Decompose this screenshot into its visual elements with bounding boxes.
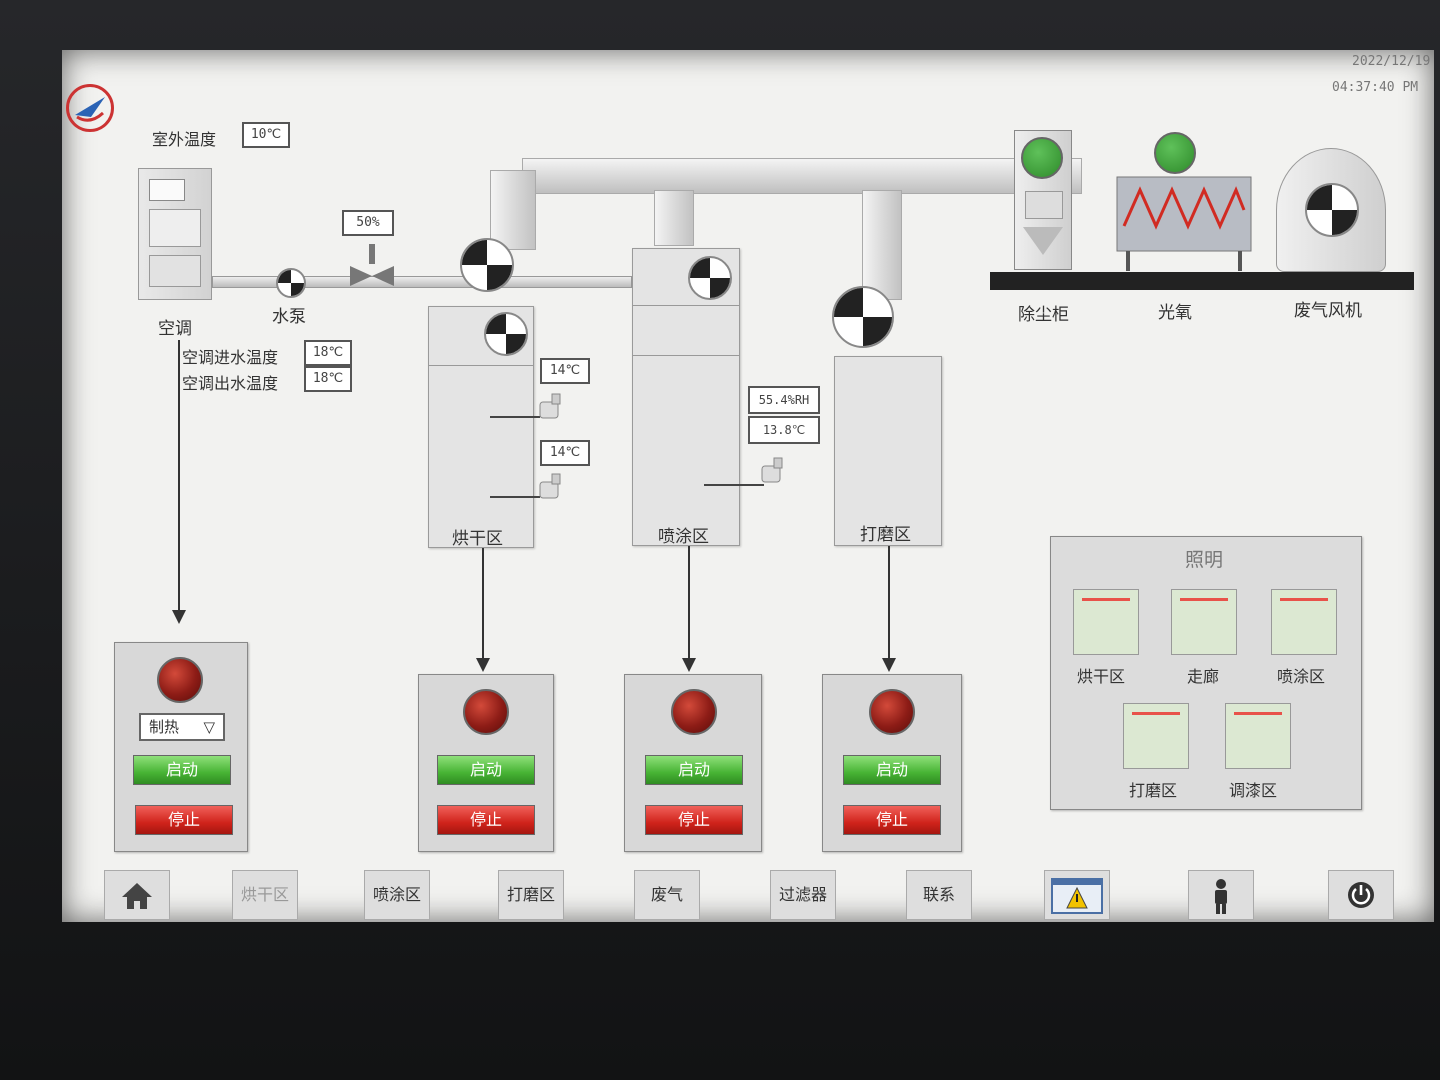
dryer-control-panel: 启动 停止	[418, 674, 554, 852]
spray-sensor-icon	[761, 457, 783, 483]
light-toggle-sanding[interactable]	[1123, 703, 1189, 769]
spray-start-button[interactable]: 启动	[645, 755, 743, 785]
company-logo	[66, 84, 114, 132]
nav-alarm-button[interactable]	[1044, 870, 1110, 920]
sanding-room	[834, 356, 942, 546]
sanding-stop-button[interactable]: 停止	[843, 805, 941, 835]
sanding-control-panel: 启动 停止	[822, 674, 962, 852]
home-icon	[122, 883, 152, 909]
dust-cabinet	[1014, 130, 1072, 270]
photo-oxygen-label: 光氧	[1158, 303, 1192, 323]
outdoor-temp-value: 10℃	[242, 122, 290, 148]
spray-temperature: 13.8℃	[748, 416, 820, 444]
dryer-start-button[interactable]: 启动	[437, 755, 535, 785]
ac-outlet-value: 18℃	[304, 366, 352, 392]
nav-dryer-button[interactable]: 烘干区	[232, 870, 298, 920]
spray-zone-label: 喷涂区	[658, 527, 709, 547]
outdoor-temp-label: 室外温度	[152, 130, 217, 149]
hmi-screen: 2022/12/19 04:37:40 PM 室外温度 10℃ 空调 水泵 50…	[62, 50, 1434, 922]
ac-inlet-label: 空调进水温度	[182, 348, 279, 367]
nav-exhaust-button[interactable]: 废气	[634, 870, 700, 920]
ac-start-button[interactable]: 启动	[133, 755, 231, 785]
nav-sanding-button[interactable]: 打磨区	[498, 870, 564, 920]
dryer-temp-1: 14℃	[540, 358, 590, 384]
exhaust-fan-label: 废气风机	[1294, 301, 1362, 321]
ac-stop-button[interactable]: 停止	[135, 805, 233, 835]
ac-control-panel: 制热 ▽ 启动 停止	[114, 642, 248, 852]
header-time: 04:37:40 PM	[1332, 80, 1419, 95]
light-label-sanding: 打磨区	[1129, 781, 1178, 800]
duct-riser-2	[654, 190, 694, 246]
dryer-blower-icon	[484, 312, 528, 356]
ac-status-lamp	[157, 657, 203, 703]
dust-cabinet-label: 除尘柜	[1018, 305, 1069, 325]
lighting-panel: 照明 烘干区 走廊 喷涂区 打磨区 调漆区	[1050, 536, 1362, 810]
sanding-fan-icon	[832, 286, 894, 348]
power-icon	[1348, 882, 1374, 908]
dryer-sensor-1-icon	[539, 393, 561, 419]
water-pump-icon	[276, 268, 306, 298]
main-duct	[522, 158, 1082, 194]
nav-power-button[interactable]	[1328, 870, 1394, 920]
nav-contact-button[interactable]: 联系	[906, 870, 972, 920]
photo-oxygen-unit	[1116, 176, 1252, 271]
nav-home-button[interactable]	[104, 870, 170, 920]
nav-filter-button[interactable]: 过滤器	[770, 870, 836, 920]
light-label-dryer: 烘干区	[1077, 667, 1126, 686]
light-toggle-dryer[interactable]	[1073, 589, 1139, 655]
user-icon	[1215, 879, 1227, 914]
duct-riser-1	[490, 170, 536, 250]
light-label-mixing: 调漆区	[1229, 781, 1278, 800]
pump-label: 水泵	[272, 307, 306, 327]
header-date: 2022/12/19	[1352, 54, 1431, 69]
dryer-temp-2: 14℃	[540, 440, 590, 466]
warning-icon	[1051, 878, 1103, 914]
exhaust-platform	[990, 272, 1414, 290]
light-label-spray: 喷涂区	[1277, 667, 1326, 686]
ac-inlet-value: 18℃	[304, 340, 352, 366]
duct-riser-3	[862, 190, 902, 300]
photo-oxygen-status-lamp	[1154, 132, 1196, 174]
nav-spray-button[interactable]: 喷涂区	[364, 870, 430, 920]
lighting-title: 照明	[1185, 549, 1224, 571]
light-toggle-mixing[interactable]	[1225, 703, 1291, 769]
valve-icon	[350, 244, 394, 286]
spray-status-lamp	[671, 689, 717, 735]
sanding-zone-label: 打磨区	[860, 525, 911, 545]
chevron-down-icon: ▽	[203, 718, 215, 736]
light-toggle-corridor[interactable]	[1171, 589, 1237, 655]
ac-mode-value: 制热	[149, 718, 180, 736]
dryer-zone-label: 烘干区	[452, 529, 503, 549]
ac-outlet-label: 空调出水温度	[182, 374, 279, 393]
spray-humidity: 55.4%RH	[748, 386, 820, 414]
ac-mode-select[interactable]: 制热 ▽	[139, 713, 225, 741]
exhaust-fan-icon	[1305, 183, 1359, 237]
spray-control-panel: 启动 停止	[624, 674, 762, 852]
ac-unit	[138, 168, 212, 300]
dryer-status-lamp	[463, 689, 509, 735]
light-toggle-spray[interactable]	[1271, 589, 1337, 655]
sanding-status-lamp	[869, 689, 915, 735]
spray-blower-icon	[688, 256, 732, 300]
exhaust-fan-unit	[1276, 148, 1386, 272]
water-pipe	[212, 276, 632, 288]
dryer-sensor-2-icon	[539, 473, 561, 499]
nav-user-button[interactable]	[1188, 870, 1254, 920]
dryer-stop-button[interactable]: 停止	[437, 805, 535, 835]
sanding-start-button[interactable]: 启动	[843, 755, 941, 785]
spray-stop-button[interactable]: 停止	[645, 805, 743, 835]
dryer-fan-icon	[460, 238, 514, 292]
valve-opening: 50%	[342, 210, 394, 236]
ac-label: 空调	[158, 319, 192, 339]
light-label-corridor: 走廊	[1187, 667, 1220, 686]
